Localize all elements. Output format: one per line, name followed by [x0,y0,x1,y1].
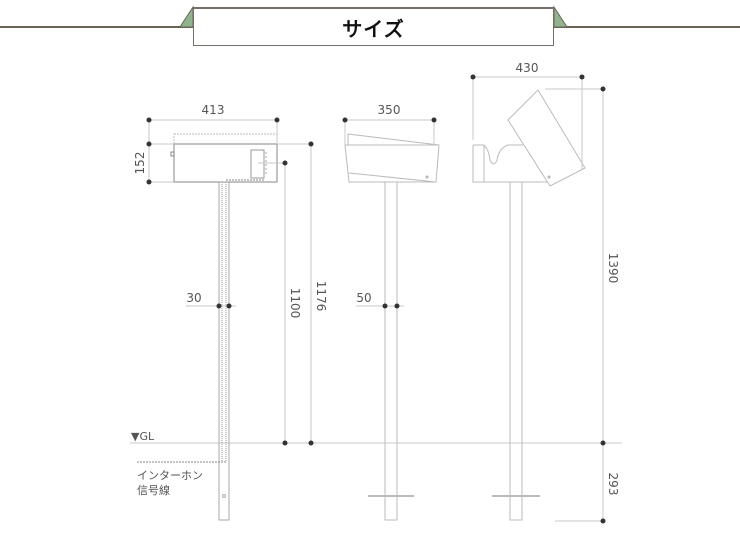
front-width-label: 413 [202,103,225,117]
dimension-dots [146,74,606,524]
side-pole [384,181,398,521]
side-view [344,133,440,521]
front-pole-width-label: 30 [186,291,201,305]
header-rule-right [554,26,740,28]
side-mailbox-body [344,144,440,183]
front-height-label: 152 [133,152,147,175]
open-pole [509,181,523,521]
open-view [472,89,586,521]
cable-label-line1: インターホン [137,469,203,482]
right-tab-ornament [553,5,568,28]
intercom-panel [250,149,265,179]
page-title: サイズ [342,16,405,41]
title-box: サイズ [193,7,554,46]
front-pole [218,181,230,521]
open-mailbox-lid [507,89,586,187]
front-box-height-label: 1100 [288,288,302,319]
open-width-label: 430 [516,61,539,75]
open-total-height-label: 1390 [606,253,620,284]
side-width-label: 350 [378,103,401,117]
side-mailbox-lid [347,133,440,146]
ground-level-label: ▼GL [131,430,155,443]
section-header: サイズ [0,0,740,52]
side-pole-width-label: 50 [356,291,371,305]
front-view [137,133,278,521]
open-mailbox-base [472,144,548,183]
header-rule-left [0,26,193,28]
embed-depth-label: 293 [606,473,620,496]
front-total-height-label: 1176 [314,281,328,312]
header-ornaments [179,5,568,28]
cable-label-line2: 信号線 [137,483,170,497]
